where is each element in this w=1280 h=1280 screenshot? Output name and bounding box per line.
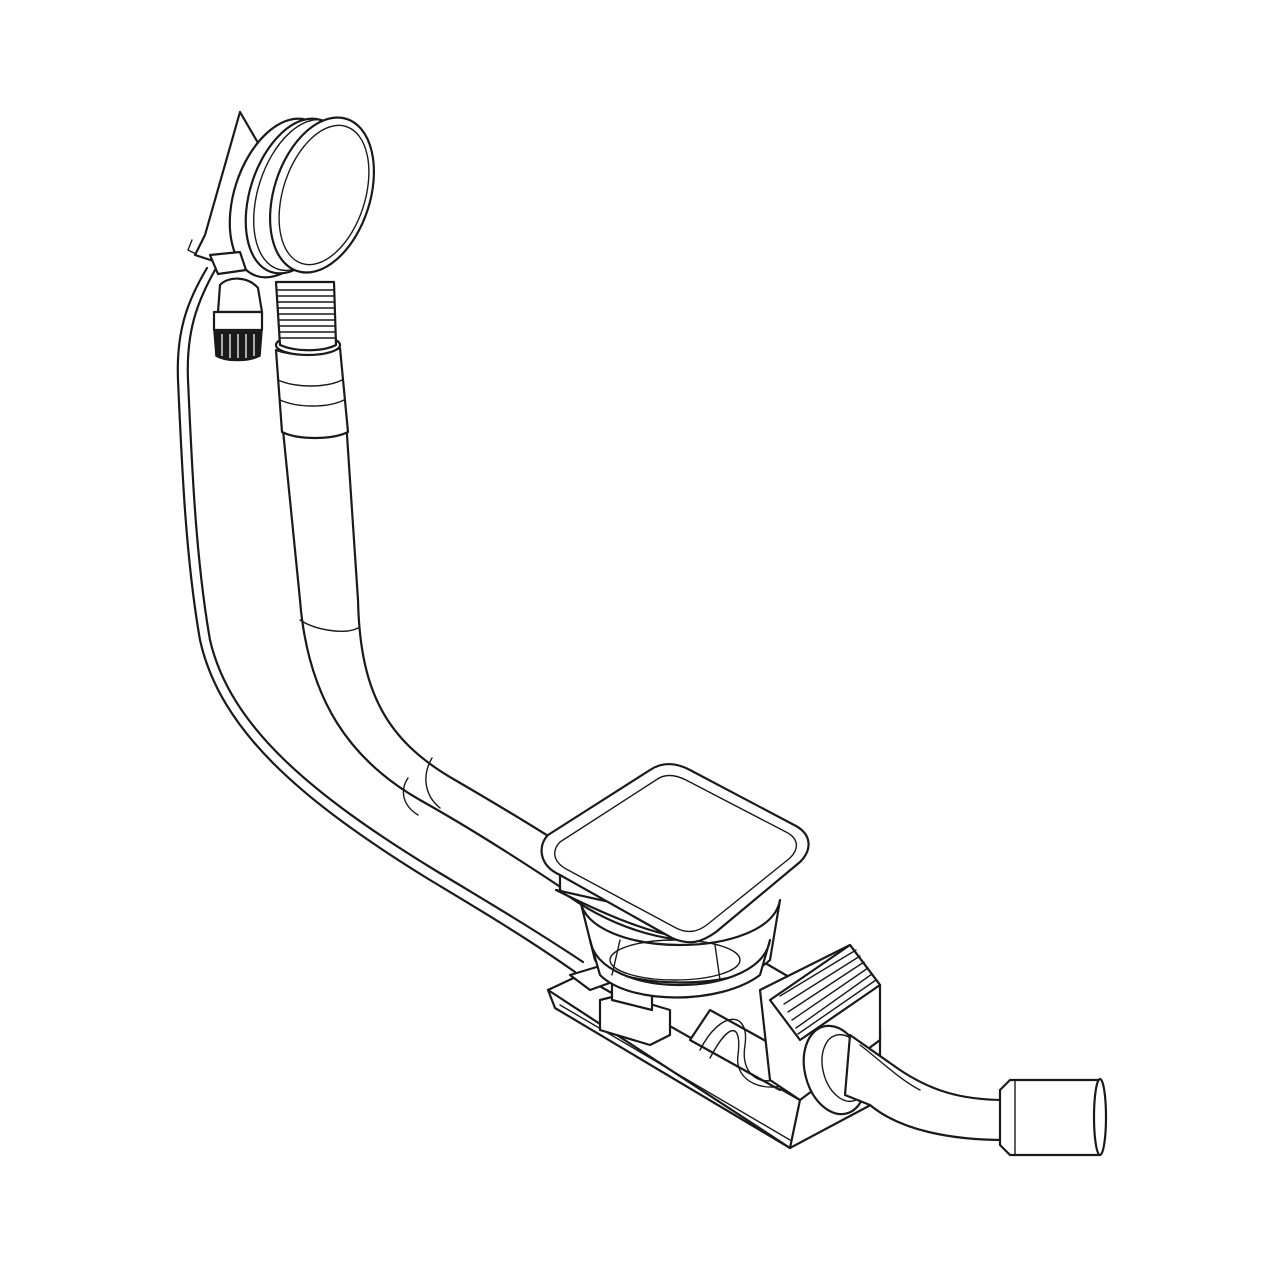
corrugated-hose-icon xyxy=(274,280,338,352)
round-overflow-cap-icon xyxy=(187,110,376,279)
square-waste-plug-icon xyxy=(540,762,810,944)
bowden-cable-icon xyxy=(176,266,585,974)
waste-valve-body xyxy=(578,898,782,999)
cable-connector-icon xyxy=(208,250,264,362)
outlet-elbow-icon xyxy=(802,1024,1108,1157)
drain-pipe-icon xyxy=(280,418,602,892)
